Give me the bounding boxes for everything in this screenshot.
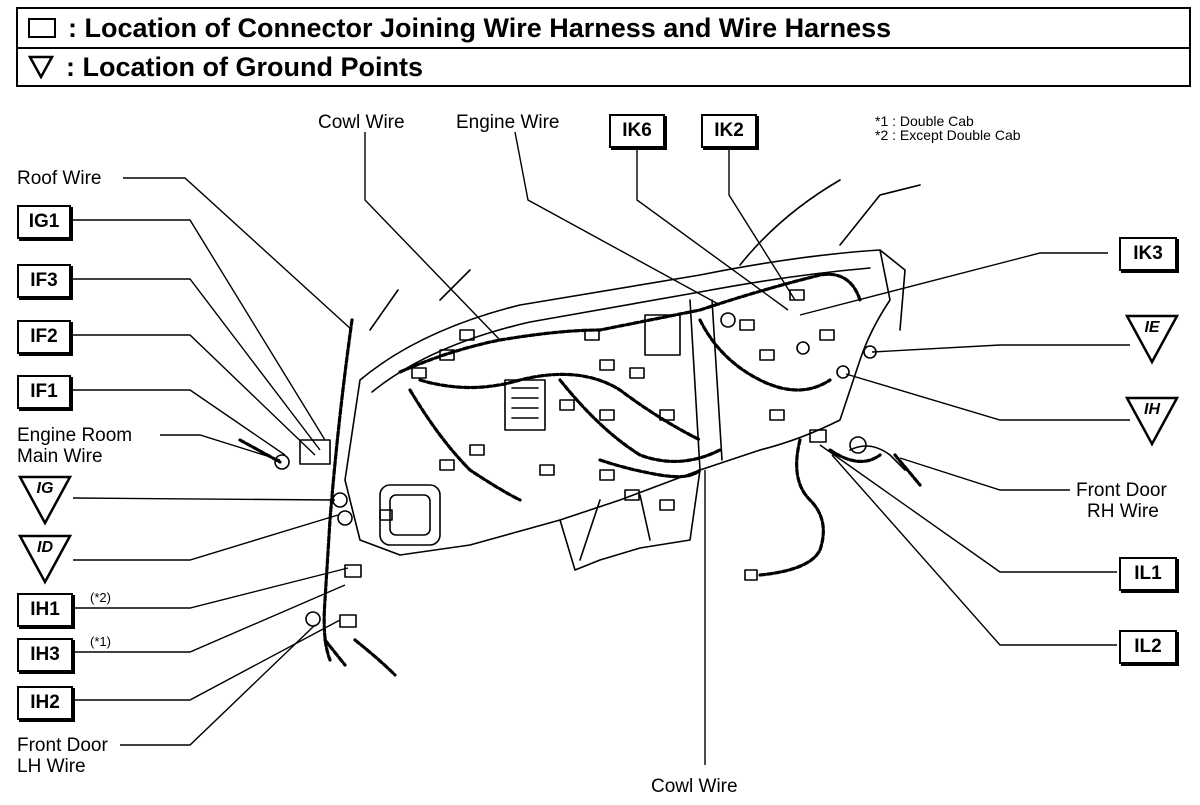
ground-triangle-icon bbox=[28, 55, 54, 79]
ground-ig-label: IG bbox=[36, 480, 54, 497]
ih3-applicability-note: (*1) bbox=[90, 634, 111, 649]
connector-ik3: IK3 bbox=[1119, 237, 1177, 271]
engine-room-main-wire-label-1: Engine Room bbox=[17, 425, 133, 446]
ground-triangle-icon bbox=[1124, 396, 1180, 447]
connector-ih3: IH3 bbox=[17, 638, 73, 672]
legend-connector-row: : Location of Connector Joining Wire Har… bbox=[18, 9, 1189, 47]
cowl-wire-label-bottom: Cowl Wire bbox=[651, 776, 738, 797]
front-door-lh-wire-label-2: LH Wire bbox=[17, 756, 86, 777]
front-door-rh-wire-label-1: Front Door bbox=[1076, 480, 1167, 501]
ih1-applicability-note: (*2) bbox=[90, 590, 111, 605]
legend-connector-text: : Location of Connector Joining Wire Har… bbox=[68, 12, 892, 43]
connector-ig1: IG1 bbox=[17, 205, 71, 239]
ground-id: ID bbox=[17, 533, 73, 585]
legend-ground-text: : Location of Ground Points bbox=[66, 51, 423, 82]
ground-ie: IE bbox=[1124, 313, 1180, 365]
legend-box: : Location of Connector Joining Wire Har… bbox=[16, 7, 1191, 87]
connector-ik6: IK6 bbox=[609, 114, 665, 148]
connector-ik2: IK2 bbox=[701, 114, 757, 148]
connector-ih2: IH2 bbox=[17, 686, 73, 720]
ground-id-label: ID bbox=[37, 539, 53, 556]
ground-triangle-icon bbox=[17, 475, 73, 526]
ground-ig: IG bbox=[17, 474, 73, 526]
engine-room-main-wire-label-2: Main Wire bbox=[17, 446, 103, 467]
ground-ih: IH bbox=[1124, 395, 1180, 447]
ground-ie-label: IE bbox=[1144, 319, 1160, 336]
connector-il1: IL1 bbox=[1119, 557, 1177, 591]
connector-if1: IF1 bbox=[17, 375, 71, 409]
connector-box-icon bbox=[28, 18, 56, 38]
cowl-wire-label-top: Cowl Wire bbox=[318, 112, 405, 133]
connector-il2: IL2 bbox=[1119, 630, 1177, 664]
ground-triangle-icon bbox=[17, 534, 73, 585]
roof-wire-label: Roof Wire bbox=[17, 168, 102, 189]
front-door-rh-wire-label-2: RH Wire bbox=[1087, 501, 1159, 522]
connector-if2: IF2 bbox=[17, 320, 71, 354]
connector-if3: IF3 bbox=[17, 264, 71, 298]
ground-ih-label: IH bbox=[1144, 401, 1160, 418]
engine-wire-label: Engine Wire bbox=[456, 112, 560, 133]
front-door-lh-wire-label-1: Front Door bbox=[17, 735, 108, 756]
ground-triangle-icon bbox=[1124, 314, 1180, 365]
connector-ih1: IH1 bbox=[17, 593, 73, 627]
note-except-double-cab: *2 : Except Double Cab bbox=[875, 127, 1021, 143]
note-double-cab: *1 : Double Cab bbox=[875, 113, 974, 129]
legend-ground-row: : Location of Ground Points bbox=[18, 47, 1189, 85]
